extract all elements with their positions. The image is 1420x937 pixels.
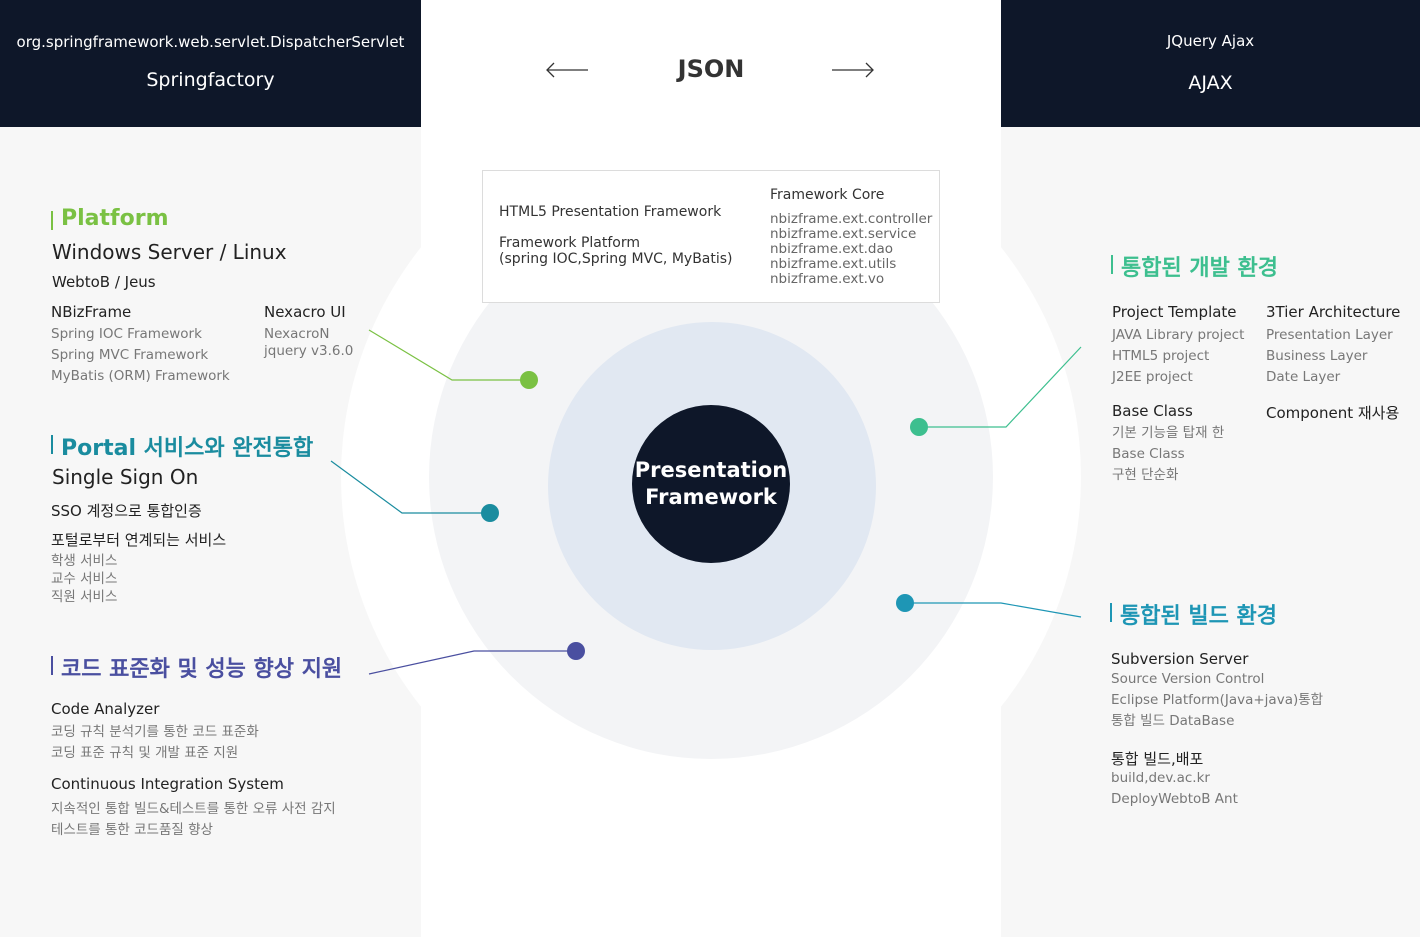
core-right-item: nbizframe.ext.utils [770, 256, 897, 272]
code-title: 코드 표준화 및 성능 향상 지원 [51, 651, 342, 683]
core-left-2: Framework Platform [499, 235, 640, 251]
portal-item: 학생 서비스 [51, 553, 118, 569]
ci-item: 테스트를 통한 코드품질 향상 [51, 822, 213, 838]
nbizframe-title: NBizFrame [51, 303, 132, 321]
subversion-item: Source Version Control [1111, 671, 1265, 687]
center-label: Presentation Framework [632, 457, 790, 511]
portal-sso: Single Sign On [52, 465, 199, 489]
portal-title: Portal 서비스와 완전통합 [51, 430, 313, 462]
json-label: JSON [677, 55, 745, 83]
right-header-sub: JQuery Ajax [1166, 32, 1255, 50]
ci-item: 지속적인 통합 빌드&테스트를 통한 오류 사전 감지 [51, 801, 336, 817]
right-header: JQuery Ajax AJAX [1001, 0, 1420, 127]
portal-item: 직원 서비스 [51, 589, 118, 605]
project-template-title: Project Template [1112, 303, 1237, 321]
project-template-item: J2EE project [1112, 369, 1193, 385]
base-class-item: 기본 기능을 탑재 한 [1112, 425, 1225, 441]
nbizframe-item: Spring MVC Framework [51, 347, 209, 363]
nexacro-item: jquery v3.6.0 [264, 343, 354, 359]
nbizframe-item: MyBatis (ORM) Framework [51, 368, 230, 384]
core-right-title: Framework Core [770, 187, 885, 203]
nbizframe-item: Spring IOC Framework [51, 326, 202, 342]
left-header-sub: org.springframework.web.servlet.Dispatch… [16, 33, 405, 51]
3tier-title: 3Tier Architecture [1266, 303, 1401, 321]
project-template-item: JAVA Library project [1112, 327, 1245, 343]
base-class-item: 구현 단순화 [1112, 467, 1179, 483]
core-right-item: nbizframe.ext.service [770, 226, 917, 242]
code-analyzer-title: Code Analyzer [51, 700, 160, 718]
framework-core-box: HTML5 Presentation Framework Framework P… [482, 170, 940, 303]
base-class-item: Base Class [1112, 446, 1185, 462]
center-line-1: Presentation [634, 458, 788, 482]
ci-title: Continuous Integration System [51, 775, 284, 793]
portal-sub2: 포털로부터 연계되는 서비스 [51, 531, 227, 549]
platform-was: WebtoB / Jeus [52, 273, 156, 291]
dev-env-title: 통합된 개발 환경 [1111, 250, 1278, 282]
platform-os: Windows Server / Linux [52, 240, 287, 264]
code-analyzer-item: 코딩 표준 규칙 및 개발 표준 지원 [51, 745, 239, 761]
component-reuse-title: Component 재사용 [1266, 404, 1400, 422]
core-right-item: nbizframe.ext.dao [770, 241, 894, 257]
deploy-item: build,dev.ac.kr [1111, 770, 1210, 786]
portal-sub1: SSO 계정으로 통합인증 [51, 502, 202, 520]
3tier-item: Date Layer [1266, 369, 1341, 385]
project-template-item: HTML5 project [1112, 348, 1210, 364]
core-circle [632, 405, 790, 563]
center-line-2: Framework [645, 485, 777, 509]
nexacro-title: Nexacro UI [264, 303, 346, 321]
deploy-item: DeployWebtoB Ant [1111, 791, 1238, 807]
build-env-title: 통합된 빌드 환경 [1110, 598, 1277, 630]
core-right-item: nbizframe.ext.vo [770, 271, 885, 287]
code-analyzer-item: 코딩 규칙 분석기를 통한 코드 표준화 [51, 724, 259, 740]
subversion-item: 통합 빌드 DataBase [1111, 713, 1235, 729]
base-class-title: Base Class [1112, 402, 1193, 420]
subversion-item: Eclipse Platform(Java+java)통합 [1111, 692, 1324, 708]
left-header-main: Springfactory [146, 69, 275, 91]
core-left-1: HTML5 Presentation Framework [499, 204, 722, 220]
core-left-3: (spring IOC,Spring MVC, MyBatis) [499, 251, 733, 267]
core-right-item: nbizframe.ext.controller [770, 211, 933, 227]
platform-title: Platform [51, 206, 169, 231]
right-arrow-icon [832, 62, 874, 78]
left-arrow-icon [546, 62, 588, 78]
right-header-main: AJAX [1188, 72, 1233, 94]
3tier-item: Business Layer [1266, 348, 1368, 364]
nexacro-item: NexacroN [264, 326, 330, 342]
subversion-title: Subversion Server [1111, 650, 1249, 668]
3tier-item: Presentation Layer [1266, 327, 1393, 343]
left-header: org.springframework.web.servlet.Dispatch… [0, 0, 421, 127]
deploy-title: 통합 빌드,배포 [1111, 750, 1204, 768]
portal-item: 교수 서비스 [51, 571, 118, 587]
